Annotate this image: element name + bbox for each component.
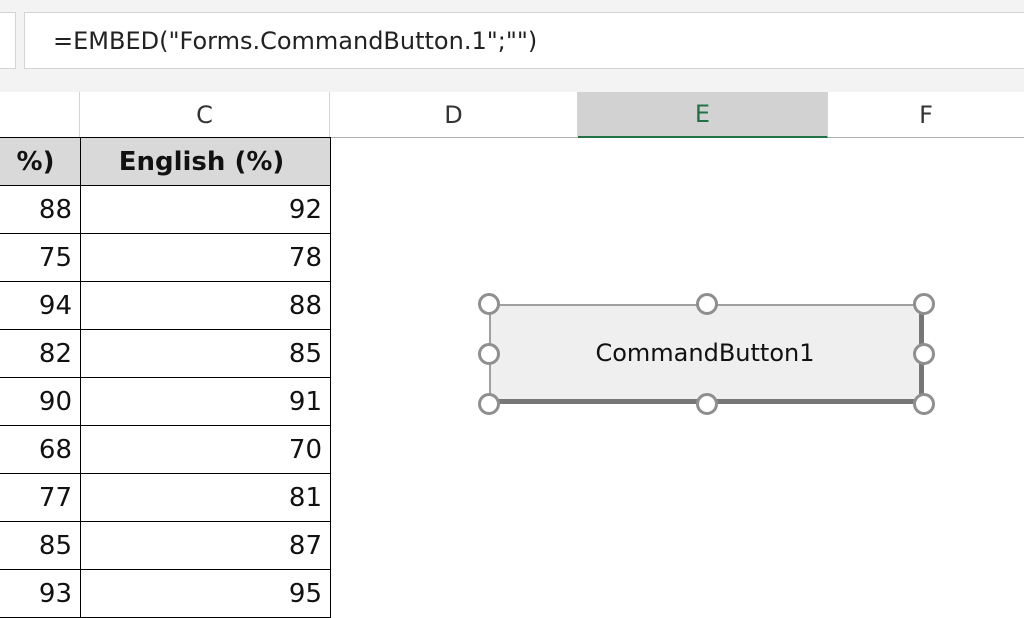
cell-b[interactable]: 75: [0, 233, 81, 282]
resize-handle[interactable]: [478, 293, 500, 315]
command-button[interactable]: CommandButton1: [489, 304, 924, 404]
formula-bar-area: =EMBED("Forms.CommandButton.1";""): [0, 0, 1024, 92]
cell-b[interactable]: 88: [0, 185, 81, 234]
cell-b[interactable]: 82: [0, 329, 81, 378]
cell-b[interactable]: 85: [0, 521, 81, 570]
resize-handle[interactable]: [913, 293, 935, 315]
cell-b[interactable]: 90: [0, 377, 81, 426]
cell-c[interactable]: 91: [80, 377, 331, 426]
column-header-b[interactable]: [0, 92, 80, 138]
cell-c[interactable]: 92: [80, 185, 331, 234]
name-box[interactable]: [0, 12, 16, 69]
resize-handle[interactable]: [913, 343, 935, 365]
resize-handle[interactable]: [696, 393, 718, 415]
cell-c[interactable]: 81: [80, 473, 331, 522]
cell-c[interactable]: 85: [80, 329, 331, 378]
cell-c[interactable]: 78: [80, 233, 331, 282]
cell-b[interactable]: 77: [0, 473, 81, 522]
header-cell-c[interactable]: English (%): [80, 137, 331, 186]
resize-handle[interactable]: [478, 343, 500, 365]
column-header-c[interactable]: C: [80, 92, 330, 138]
cell-b[interactable]: 94: [0, 281, 81, 330]
cell-c[interactable]: 95: [80, 569, 331, 618]
resize-handle[interactable]: [478, 393, 500, 415]
header-cell-b[interactable]: %): [0, 137, 81, 186]
cell-b[interactable]: 68: [0, 425, 81, 474]
cell-c[interactable]: 88: [80, 281, 331, 330]
resize-handle[interactable]: [696, 293, 718, 315]
column-header-f[interactable]: F: [828, 92, 1024, 138]
cell-b[interactable]: 93: [0, 569, 81, 618]
cell-c[interactable]: 87: [80, 521, 331, 570]
cell-c[interactable]: 70: [80, 425, 331, 474]
resize-handle[interactable]: [913, 393, 935, 415]
formula-input[interactable]: =EMBED("Forms.CommandButton.1";""): [24, 12, 1024, 69]
column-header-d[interactable]: D: [330, 92, 578, 138]
column-header-e[interactable]: E: [578, 92, 828, 138]
